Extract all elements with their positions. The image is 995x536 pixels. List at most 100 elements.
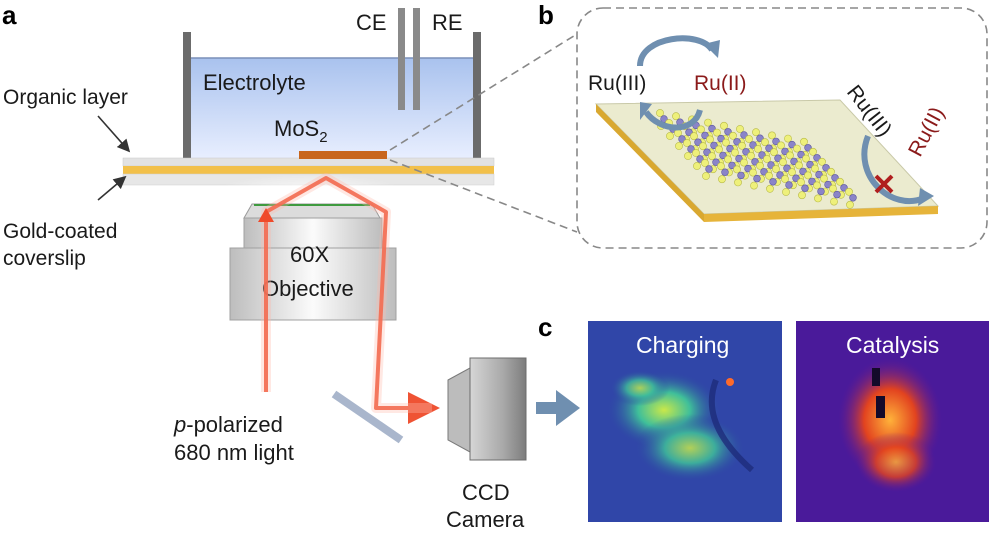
sulfur-atom-top [788,168,796,177]
molybdenum-atom [708,124,716,133]
sulfur-atom-top [745,135,753,143]
catalysis-hotspot-lower [856,432,936,492]
sulfur-atom-top [779,158,787,167]
sulfur-atom-top [829,184,837,193]
molybdenum-atom [781,147,789,156]
molybdenum-atom [817,187,825,196]
sulfur-atom-top [731,148,739,157]
molybdenum-atom [776,171,784,179]
sulfur-atom-top [763,155,771,163]
catalysis-dark-mark-1 [872,368,880,386]
molybdenum-atom [687,145,695,153]
molybdenum-atom [806,160,814,169]
sulfur-atom-bottom [702,172,710,180]
laser-glow [261,173,432,413]
sulfur-atom-top [722,138,730,147]
sulfur-atom-top [784,134,792,143]
molybdenum-atom [740,131,748,139]
sulfur-atom-top [772,165,780,173]
molybdenum-atom [737,171,745,180]
sulfur-atom-top [761,138,769,147]
mirror [331,390,404,444]
molybdenum-atom [703,148,711,156]
ce-label: CE [356,10,387,35]
laser-incident-beam [264,176,440,424]
cycle-arrow-bottom-head [640,102,652,120]
sulfur-atom-top [795,161,803,170]
sulfur-atom-top [800,137,808,146]
sulfur-atom-top [802,154,810,163]
molybdenum-atom [790,157,798,166]
molybdenum-atom [772,137,780,146]
sulfur-atom-top [786,151,794,160]
molybdenum-atom [696,155,704,163]
sulfur-atom-top [736,125,744,133]
sulfur-atom-bottom [666,132,674,140]
output-arrow [536,390,580,426]
light-label-1: p-polarized [173,412,283,437]
gold-coated-label-2: coverslip [3,247,86,270]
electrolyte-fill [189,58,475,160]
charging-hotspot-edge [610,370,670,406]
molybdenum-atom [792,174,800,182]
panel-label-a: a [2,0,17,30]
counter-electrode [398,8,405,110]
sulfur-atom-top [809,147,817,156]
molybdenum-atom [728,161,736,170]
organic-layer [122,157,495,167]
re-label: RE [432,10,463,35]
sulfur-atom-top [752,128,760,137]
ccd-label: CCD [462,480,510,505]
mos2-flake [299,151,387,159]
mos2-label: MoS2 [274,116,328,146]
molybdenum-atom [721,168,729,176]
gold-layer [123,166,494,174]
objective-label-2: Objective [262,276,354,301]
sulfur-atom-bottom [684,152,692,160]
blocked-cross-icon [874,174,894,194]
ru2-right-label: Ru(II) [904,103,949,160]
sulfur-atom-top [845,187,853,196]
molybdenum-atom [710,141,718,150]
sulfur-atom-top [720,121,728,130]
sulfur-atom-top [692,149,700,157]
cell-wall-left [183,32,191,162]
organic-layer-pointer [97,115,131,153]
camera-body [469,357,527,461]
molybdenum-atom [824,180,832,189]
molybdenum-atom [724,128,732,136]
molybdenum-atom [804,144,812,152]
sulfur-atom-bottom [734,178,742,187]
objective-label-1: 60X [290,242,329,267]
molybdenum-atom [694,138,702,146]
molybdenum-atom [717,134,725,143]
sulfur-atom-top [747,151,755,160]
sulfur-atom-top [699,142,707,151]
mechanism-frame [576,7,988,249]
molybdenum-atom [797,150,805,159]
charging-label: Charging [636,332,729,358]
sulfur-atom-top [813,181,821,190]
molybdenum-atom [840,184,848,192]
sulfur-atom-bottom [750,181,758,190]
molybdenum-atom [799,167,807,176]
sulfur-atom-bottom [718,175,726,184]
molybdenum-atom [744,164,752,173]
molybdenum-atom [767,161,775,169]
sulfur-atom-top [724,155,732,164]
molybdenum-atom [753,174,761,183]
molybdenum-atom [678,135,686,143]
zoom-line-top [389,33,578,151]
molybdenum-atom [749,141,757,149]
sulfur-atom-top [756,161,764,170]
light-label-rest: -polarized [186,412,283,437]
sulfur-atom-top [706,135,714,144]
molybdenum-atom [756,134,764,142]
sulfur-atom-top [765,171,773,180]
sulfur-atom-top [793,144,801,153]
ccd-camera: CCD Camera [446,357,527,532]
gold-coated-label-1: Gold-coated [3,220,117,243]
cycle-arrow-top-head [704,40,720,58]
electrochemical-cell [183,32,481,162]
molybdenum-atom [733,138,741,146]
